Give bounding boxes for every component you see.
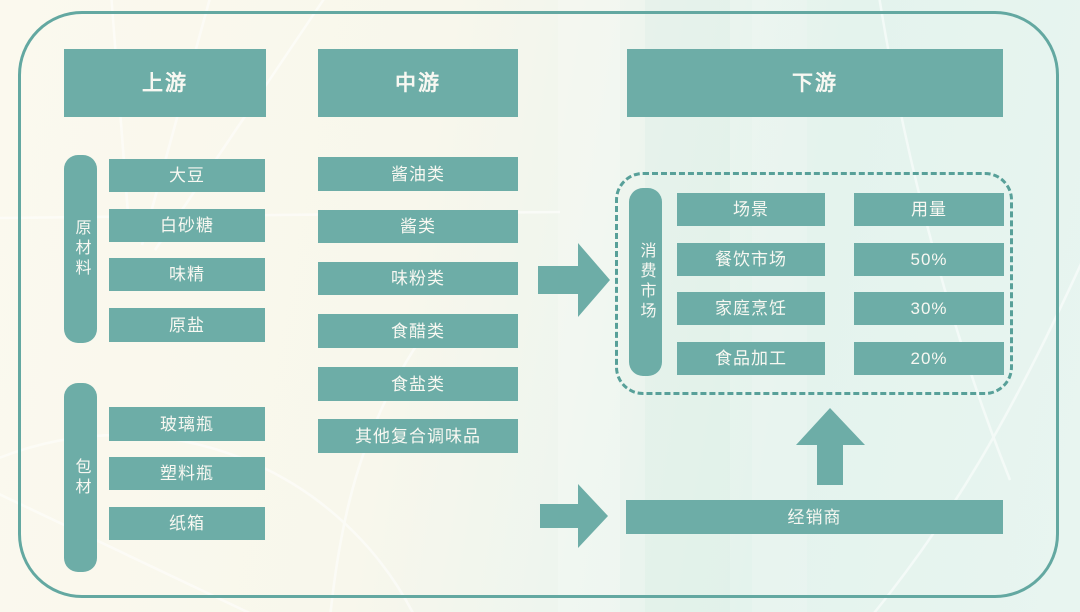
header-midstream: 中游	[318, 49, 518, 117]
consumer-market-col-usage: 用量	[854, 193, 1004, 226]
group-label-text: 包材	[72, 457, 90, 498]
consumer-market-row-catering-scene: 餐饮市场	[677, 243, 825, 276]
header-upstream: 上游	[64, 49, 266, 117]
block-arrow-right-to-distributor-icon	[540, 484, 608, 548]
midstream-item-soy-sauce: 酱油类	[318, 157, 518, 191]
block-arrow-up-to-consumer-market-icon	[796, 408, 865, 485]
consumer-market-container: 消费市场 场景 用量 餐饮市场 50% 家庭烹饪 30% 食品加工 20%	[615, 172, 1013, 395]
consumer-market-col-scene: 场景	[677, 193, 825, 226]
header-downstream: 下游	[627, 49, 1003, 117]
upstream-item-raw-salt: 原盐	[109, 308, 265, 342]
consumer-market-row-home-cooking-share: 30%	[854, 292, 1004, 325]
midstream-item-other-compound-condiments: 其他复合调味品	[318, 419, 518, 453]
group-label-raw-materials: 原材料	[64, 155, 97, 343]
group-label-packaging: 包材	[64, 383, 97, 572]
block-arrow-right-to-consumer-market-icon	[538, 243, 610, 317]
consumer-market-row-home-cooking-scene: 家庭烹饪	[677, 292, 825, 325]
distributor-bar: 经销商	[626, 500, 1003, 534]
group-label-consumer-market: 消费市场	[629, 188, 662, 376]
upstream-item-msg: 味精	[109, 258, 265, 291]
upstream-item-soybean: 大豆	[109, 159, 265, 192]
upstream-item-glass-bottle: 玻璃瓶	[109, 407, 265, 441]
upstream-item-carton: 纸箱	[109, 507, 265, 540]
midstream-item-sauce: 酱类	[318, 210, 518, 243]
midstream-item-vinegar: 食醋类	[318, 314, 518, 348]
outer-frame-border	[18, 11, 1059, 598]
midstream-item-flavor-powder: 味粉类	[318, 262, 518, 295]
group-label-text: 消费市场	[637, 242, 655, 322]
consumer-market-row-food-processing-scene: 食品加工	[677, 342, 825, 375]
upstream-item-white-sugar: 白砂糖	[109, 209, 265, 242]
consumer-market-row-catering-share: 50%	[854, 243, 1004, 276]
group-label-text: 原材料	[72, 219, 90, 279]
consumer-market-row-food-processing-share: 20%	[854, 342, 1004, 375]
midstream-item-edible-salt: 食盐类	[318, 367, 518, 401]
upstream-item-plastic-bottle: 塑料瓶	[109, 457, 265, 490]
